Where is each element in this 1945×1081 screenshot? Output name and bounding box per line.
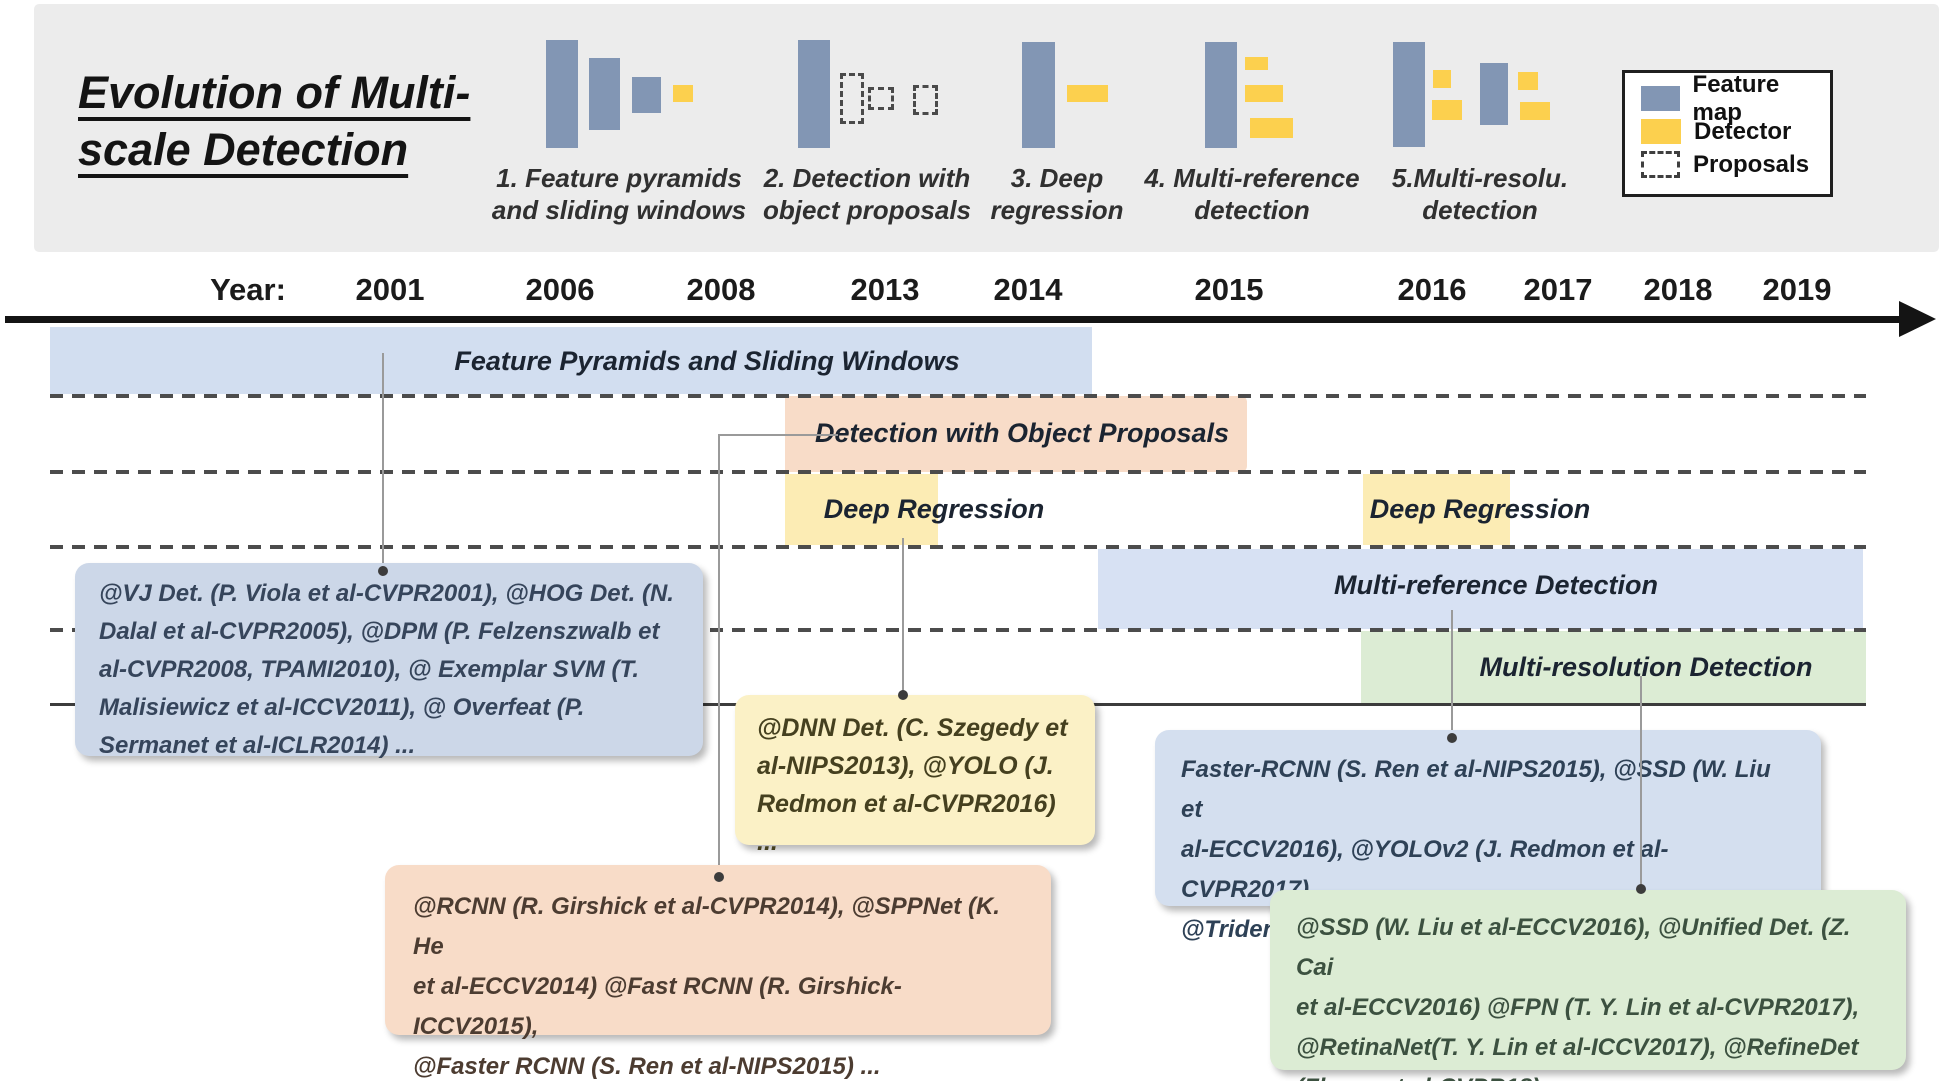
legend-label: Feature map bbox=[1692, 70, 1780, 126]
row-divider-dashed bbox=[50, 628, 1866, 632]
year-tick: 2013 bbox=[850, 272, 920, 307]
row-divider-dashed bbox=[50, 545, 1866, 549]
connector-multi-resolution bbox=[1640, 676, 1642, 887]
band-multi-resolution bbox=[1361, 631, 1866, 704]
detector-box-icon bbox=[1245, 57, 1268, 70]
feature-map-swatch-icon bbox=[1641, 86, 1680, 111]
band-label-feature-pyramids: Feature Pyramids and Sliding Windows bbox=[454, 346, 960, 376]
icon-deep-regression bbox=[1022, 42, 1112, 150]
year-tick: 2016 bbox=[1397, 272, 1467, 307]
year-tick: 2006 bbox=[525, 272, 595, 307]
year-axis-label: Year: bbox=[210, 272, 286, 307]
callout-object-proposals: @RCNN (R. Girshick et al-CVPR2014), @SPP… bbox=[385, 865, 1051, 1080]
icon-caption-deep-regression: 3. Deep regression bbox=[990, 163, 1124, 225]
timeline-axis bbox=[5, 316, 1903, 323]
detector-box-icon bbox=[1245, 85, 1283, 102]
band-deep-regression-1 bbox=[785, 474, 938, 545]
detector-box-icon bbox=[1067, 85, 1108, 102]
connector-dot bbox=[1447, 733, 1457, 743]
icon-caption-object-proposals: 2. Detection with object proposals bbox=[762, 163, 972, 225]
band-label-multi-resolution: Multi-resolution Detection bbox=[1479, 652, 1813, 682]
icon-object-proposals bbox=[798, 40, 938, 150]
connector-dot bbox=[714, 872, 724, 882]
detector-box-icon bbox=[1433, 70, 1451, 88]
icon-caption-multi-resolution: 5.Multi-resolu. detection bbox=[1391, 163, 1569, 225]
proposal-box-icon bbox=[868, 87, 894, 110]
feature-map-bar-icon bbox=[632, 77, 661, 113]
feature-map-bar-icon bbox=[1205, 42, 1237, 148]
callout-sliding-windows: @VJ Det. (P. Viola et al-CVPR2001), @HOG… bbox=[75, 563, 703, 759]
connector-object-proposals bbox=[718, 434, 838, 436]
feature-map-bar-icon bbox=[798, 40, 830, 148]
connector-object-proposals bbox=[718, 434, 720, 875]
band-label-deep-regression-1: Deep Regression bbox=[823, 494, 1045, 524]
year-tick: 2001 bbox=[355, 272, 425, 307]
header-banner bbox=[34, 4, 1939, 252]
detector-box-icon bbox=[673, 85, 693, 102]
connector-feature-pyramids bbox=[382, 353, 384, 569]
feature-map-bar-icon bbox=[546, 40, 578, 148]
connector-multi-reference bbox=[1451, 610, 1453, 735]
band-deep-regression-2 bbox=[1363, 474, 1510, 545]
row-divider-dashed bbox=[50, 394, 1866, 398]
figure-title: Evolution of Multi- scale Detection bbox=[78, 67, 471, 175]
connector-deep-regression bbox=[902, 538, 904, 693]
feature-map-bar-icon bbox=[1393, 42, 1425, 147]
legend-row-feature-map: Feature map bbox=[1641, 71, 1830, 126]
year-tick: 2015 bbox=[1194, 272, 1264, 307]
timeline-arrow-icon bbox=[1899, 301, 1936, 337]
band-object-proposals bbox=[785, 396, 1247, 472]
connector-dot bbox=[898, 690, 908, 700]
detector-swatch-icon bbox=[1641, 119, 1681, 144]
icon-multi-reference bbox=[1205, 42, 1300, 150]
legend: Feature map Detector Proposals bbox=[1622, 70, 1833, 197]
year-tick: 2014 bbox=[993, 272, 1063, 307]
legend-label: Detector bbox=[1694, 117, 1792, 145]
year-tick: 2008 bbox=[686, 272, 756, 307]
legend-label: Proposals bbox=[1693, 150, 1810, 178]
callout-multi-resolution: @SSD (W. Liu et al-ECCV2016), @Unified D… bbox=[1270, 890, 1906, 1081]
icon-caption-multi-reference: 4. Multi-reference detection bbox=[1144, 163, 1360, 225]
feature-map-bar-icon bbox=[1022, 42, 1055, 148]
band-label-deep-regression-2: Deep Regression bbox=[1369, 494, 1591, 524]
connector-dot bbox=[378, 566, 388, 576]
legend-row-proposals: Proposals bbox=[1641, 151, 1830, 178]
detector-box-icon bbox=[1432, 100, 1462, 120]
band-multi-reference bbox=[1098, 549, 1863, 629]
callout-multi-reference: Faster-RCNN (S. Ren et al-NIPS2015), @SS… bbox=[1155, 730, 1821, 943]
year-tick: 2018 bbox=[1643, 272, 1713, 307]
proposals-swatch-icon bbox=[1641, 151, 1680, 178]
feature-map-bar-icon bbox=[1480, 63, 1508, 125]
feature-map-bar-icon bbox=[589, 58, 620, 130]
proposal-box-icon bbox=[840, 73, 864, 124]
detector-box-icon bbox=[1250, 118, 1293, 138]
band-feature-pyramids bbox=[50, 327, 1092, 394]
band-label-object-proposals: Detection with Object Proposals bbox=[814, 418, 1230, 448]
connector-dot bbox=[1636, 884, 1646, 894]
year-tick: 2019 bbox=[1762, 272, 1832, 307]
detector-box-icon bbox=[1518, 72, 1538, 90]
icon-caption-feature-pyramids: 1. Feature pyramids and sliding windows bbox=[491, 163, 747, 225]
icon-multi-resolution bbox=[1393, 42, 1553, 150]
proposal-box-icon bbox=[913, 85, 938, 115]
band-label-multi-reference: Multi-reference Detection bbox=[1333, 570, 1659, 600]
detector-box-icon bbox=[1520, 102, 1550, 120]
row-divider-dashed bbox=[50, 470, 1866, 474]
year-tick: 2017 bbox=[1523, 272, 1593, 307]
icon-feature-pyramids bbox=[546, 40, 696, 150]
callout-deep-regression: @DNN Det. (C. Szegedy et al-NIPS2013), @… bbox=[735, 695, 1095, 856]
legend-row-detector: Detector bbox=[1641, 118, 1830, 145]
